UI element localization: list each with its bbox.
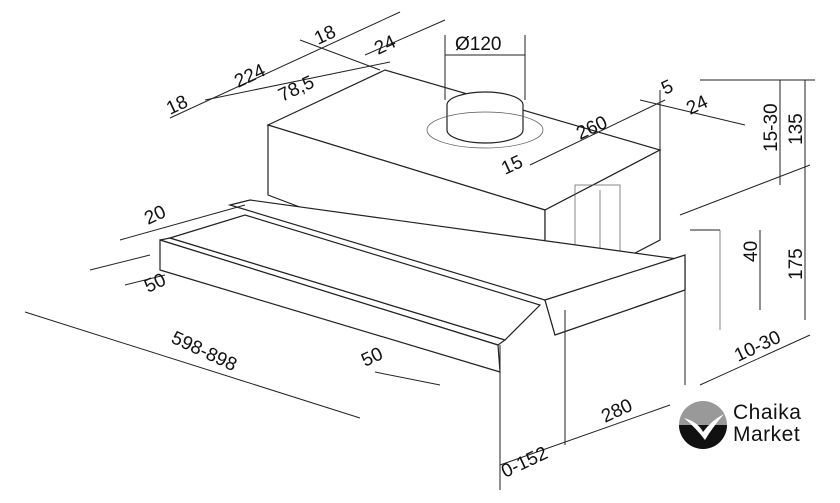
dim-50-left: 50: [141, 270, 169, 298]
dim-24-top: 24: [371, 31, 399, 59]
hood-body: [159, 69, 686, 373]
dim-5: 5: [658, 76, 676, 100]
brand-logo: Chaika Market: [733, 402, 801, 446]
dim-280: 280: [598, 395, 636, 427]
dim-15-30: 15-30: [761, 103, 782, 152]
dim-10-30: 10-30: [731, 327, 784, 367]
dim-0-152: 0-152: [498, 443, 551, 483]
dim-40: 40: [741, 241, 762, 262]
dim-78-5: 78,5: [275, 72, 317, 107]
dim-135: 135: [786, 113, 807, 145]
dim-50-front: 50: [358, 344, 386, 372]
logo-line-1: Chaika: [733, 401, 802, 424]
chaika-logo-icon: [679, 401, 727, 449]
dim-175: 175: [786, 248, 807, 280]
dim-24-right: 24: [683, 91, 711, 119]
logo-line-2: Market: [733, 423, 801, 446]
dim-18-left: 18: [163, 92, 191, 120]
dimension-lines: [24, 11, 815, 490]
dim-20: 20: [141, 202, 169, 230]
dim-diameter-120: Ø120: [455, 34, 501, 55]
